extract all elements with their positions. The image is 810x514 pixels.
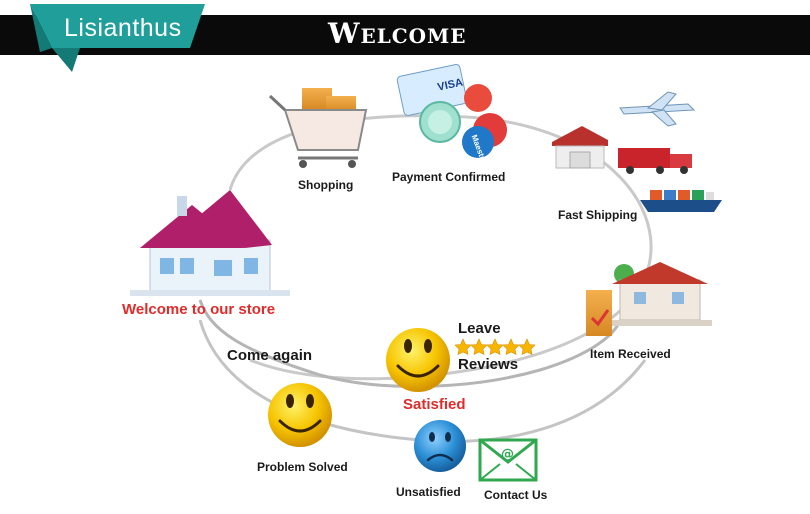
step-contact-label[interactable]: Contact Us (484, 488, 548, 502)
problem-solved-smiley-icon (268, 383, 332, 447)
visa-card-label: VISA (436, 77, 464, 94)
step-shipping-label: Fast Shipping (558, 208, 638, 222)
step-satisfied-label: Satisfied (403, 396, 466, 413)
payment-cards-icon: VISA Maestro (396, 64, 507, 165)
truck-icon (618, 148, 692, 174)
banner-title: Welcome (328, 17, 467, 50)
item-received-icon (586, 262, 712, 336)
step-leave-label: Leave (458, 320, 501, 337)
step-reviews-label: Reviews (458, 356, 519, 373)
step-received-label: Item Received (590, 347, 671, 361)
step-problem-solved-label: Problem Solved (257, 460, 348, 474)
svg-text:@: @ (501, 447, 514, 462)
brand-name: Lisianthus (64, 14, 182, 42)
step-come-again-label: Come again (227, 347, 313, 364)
contact-mail-icon: @ (478, 438, 538, 482)
step-shopping-label: Shopping (298, 178, 354, 192)
step-unsatisfied-label: Unsatisfied (396, 485, 461, 499)
cargo-ship-icon (640, 190, 722, 212)
shopping-cart-icon (268, 88, 368, 168)
store-welcome-label: Welcome to our store (122, 301, 276, 318)
unsatisfied-sad-face-icon (414, 420, 466, 472)
store-house-icon (130, 190, 290, 296)
five-star-rating-icon (454, 338, 536, 356)
satisfied-smiley-icon (386, 328, 450, 392)
step-payment-label: Payment Confirmed (392, 170, 506, 184)
airplane-icon (619, 91, 696, 127)
warehouse-icon (552, 126, 608, 169)
